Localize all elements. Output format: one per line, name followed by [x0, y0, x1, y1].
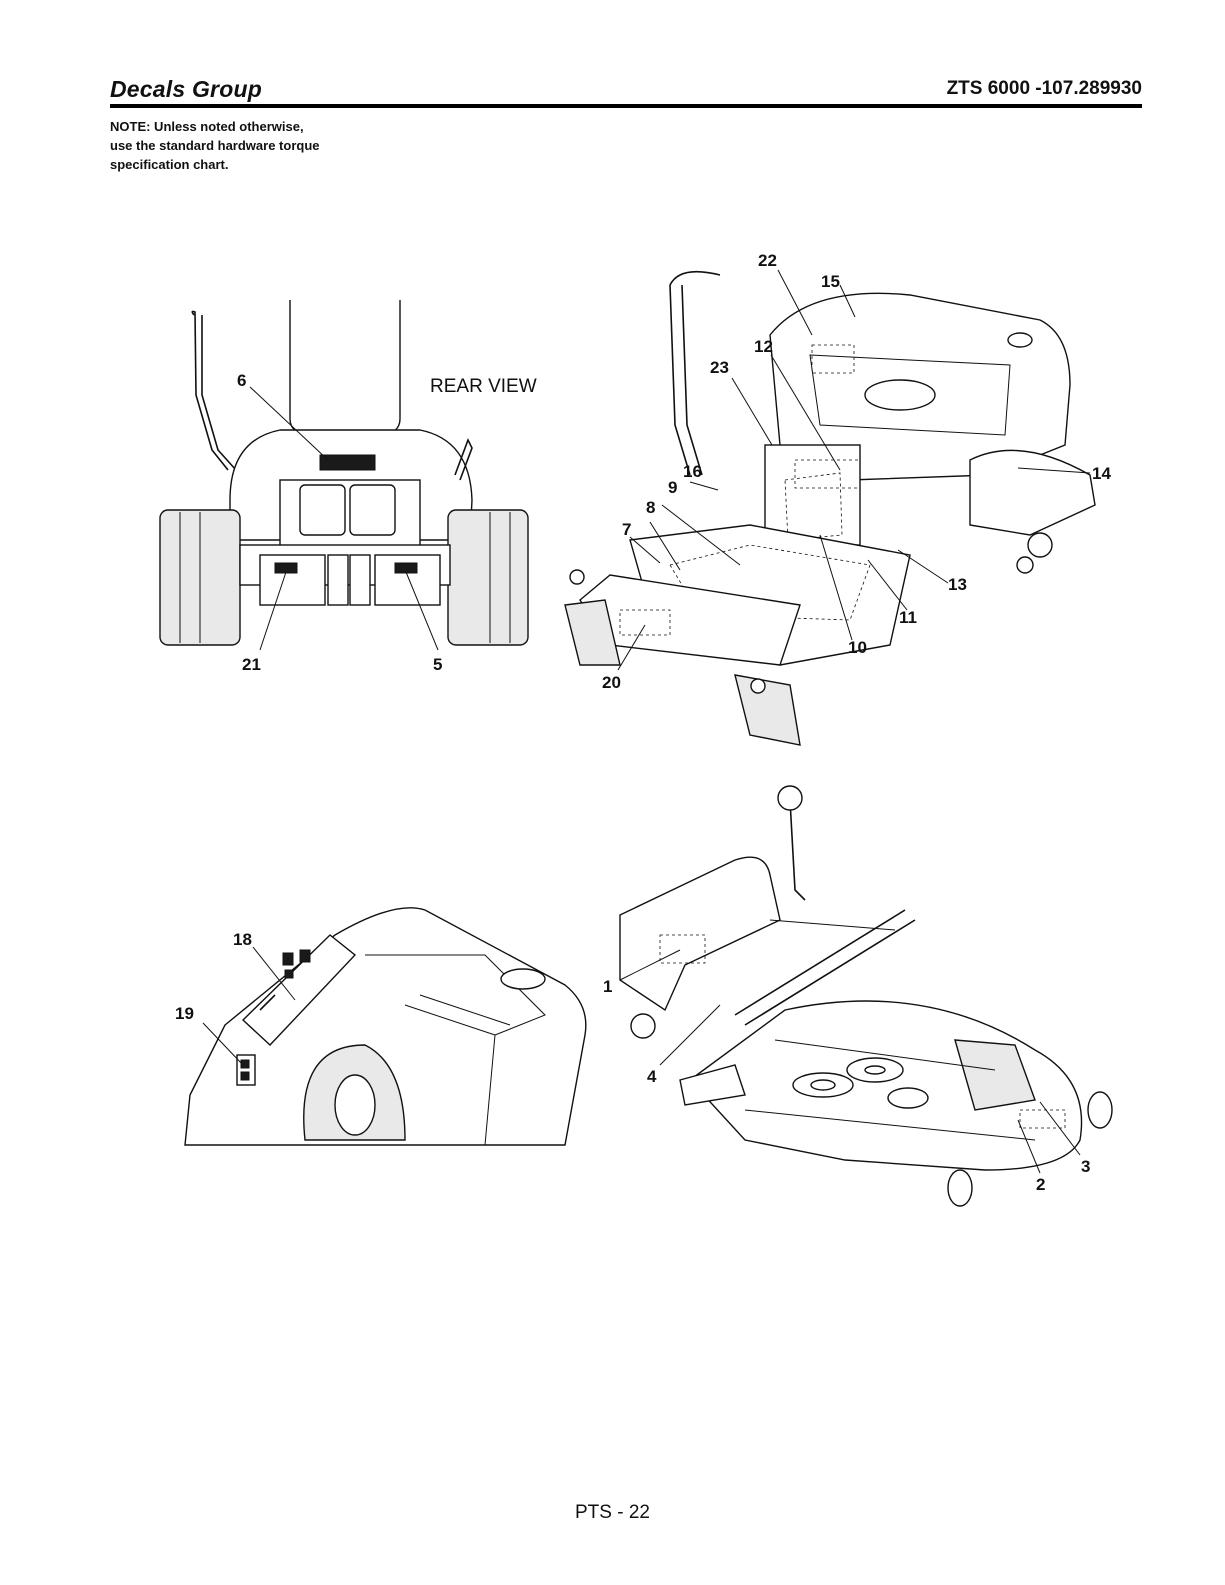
dash-view-drawing: 18 19	[165, 895, 605, 1150]
callout-7: 7	[622, 520, 631, 539]
callout-22: 22	[758, 251, 777, 270]
deck-view-drawing: 1 4 3 2	[595, 780, 1125, 1220]
rear-decal-6	[320, 455, 375, 470]
header-rule	[110, 104, 1142, 108]
page-number: PTS - 22	[0, 1502, 1225, 1524]
callout-19: 19	[175, 1004, 194, 1023]
callout-16: 16	[683, 462, 702, 481]
torque-note: NOTE: Unless noted otherwise, use the st…	[110, 117, 410, 174]
rear-view-drawing: REAR VIEW 6 21 5	[150, 300, 540, 690]
callout-15: 15	[821, 272, 840, 291]
note-line-2: use the standard hardware torque	[110, 136, 410, 155]
callout-6: 6	[237, 371, 246, 390]
callout-5: 5	[433, 655, 442, 674]
callout-4: 4	[647, 1067, 657, 1086]
callout-20: 20	[602, 673, 621, 692]
callout-23: 23	[710, 358, 729, 377]
callout-10: 10	[848, 638, 867, 657]
callout-12: 12	[754, 337, 773, 356]
callout-3: 3	[1081, 1157, 1090, 1176]
note-line-1: NOTE: Unless noted otherwise,	[110, 117, 410, 136]
rear-view-label: REAR VIEW	[430, 376, 537, 397]
callout-8: 8	[646, 498, 655, 517]
front-view-figure: 22 15 12 23 16 9 8 7 14 13 11 10 20	[550, 245, 1120, 755]
dash-view-figure: 18 19	[165, 895, 605, 1150]
rear-decal-21	[275, 563, 297, 573]
front-view-drawing: 22 15 12 23 16 9 8 7 14 13 11 10 20	[550, 245, 1120, 755]
rear-view-figure: REAR VIEW 6 21 5	[150, 300, 540, 690]
callout-21: 21	[242, 655, 261, 674]
callout-18: 18	[233, 930, 252, 949]
page-header: Decals Group ZTS 6000 -107.289930	[110, 76, 1142, 106]
callout-2: 2	[1036, 1175, 1045, 1194]
model-number: ZTS 6000 -107.289930	[947, 78, 1142, 100]
rear-decal-5	[395, 563, 417, 573]
callout-1: 1	[603, 977, 612, 996]
section-title: Decals Group	[110, 76, 262, 103]
callout-13: 13	[948, 575, 967, 594]
note-line-3: specification chart.	[110, 155, 410, 174]
callout-11: 11	[899, 608, 917, 627]
callout-9: 9	[668, 478, 677, 497]
deck-view-figure: 1 4 3 2	[595, 780, 1125, 1220]
callout-14: 14	[1092, 464, 1111, 483]
